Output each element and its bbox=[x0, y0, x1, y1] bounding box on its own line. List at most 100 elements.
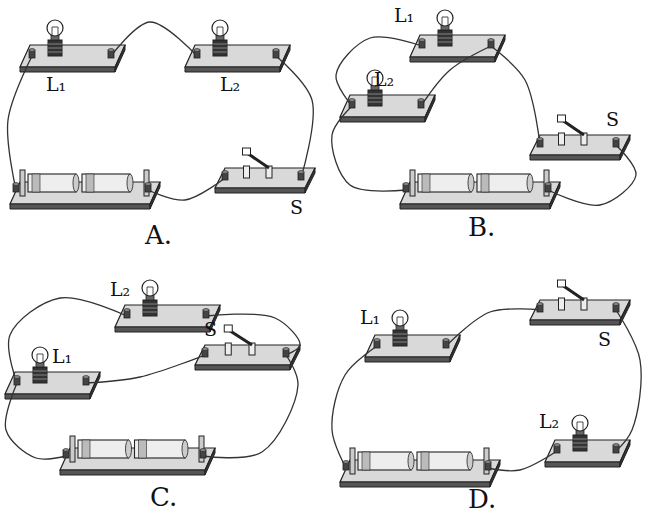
socket-groove bbox=[368, 94, 382, 95]
bulb-board bbox=[20, 45, 125, 72]
bulb-socket bbox=[33, 367, 47, 383]
bulb-filament bbox=[147, 287, 153, 295]
cell-band bbox=[82, 440, 90, 458]
bulb-socket bbox=[48, 40, 62, 56]
wire bbox=[336, 37, 422, 106]
panel-letter: B. bbox=[468, 214, 495, 240]
terminal-cap bbox=[537, 138, 543, 141]
bulb-board bbox=[185, 45, 290, 72]
bulb-socket bbox=[143, 300, 157, 316]
board-top bbox=[530, 135, 630, 155]
wire bbox=[548, 145, 636, 205]
board-top bbox=[340, 95, 435, 117]
terminal-cap bbox=[419, 39, 425, 42]
socket-groove bbox=[143, 312, 157, 313]
terminal-cap bbox=[63, 449, 69, 452]
wire bbox=[206, 314, 300, 355]
bulb-filament bbox=[577, 422, 583, 430]
bulb-glass bbox=[32, 347, 48, 363]
board-side bbox=[490, 460, 500, 487]
wires bbox=[5, 22, 641, 471]
board-edge bbox=[115, 327, 210, 332]
bulb-board bbox=[5, 372, 100, 399]
board-edge bbox=[400, 204, 550, 209]
bulb-board bbox=[410, 35, 505, 62]
wire bbox=[276, 56, 313, 178]
switch-blade bbox=[249, 154, 270, 168]
board-top bbox=[410, 35, 505, 57]
terminal-cap bbox=[537, 303, 543, 306]
switch-post bbox=[559, 298, 565, 310]
cell-end bbox=[527, 174, 533, 192]
terminal-cap bbox=[203, 309, 209, 312]
board-top bbox=[215, 168, 315, 188]
terminal-cap bbox=[443, 339, 449, 342]
socket-groove bbox=[33, 371, 47, 372]
board-edge bbox=[5, 394, 90, 399]
switch-handle bbox=[558, 115, 566, 122]
wire bbox=[203, 355, 298, 458]
bulb-board bbox=[365, 335, 460, 362]
terminal-cap bbox=[374, 339, 380, 342]
board-top bbox=[185, 45, 290, 67]
board-side bbox=[305, 168, 315, 193]
switch-board bbox=[530, 300, 630, 325]
socket-groove bbox=[438, 34, 452, 35]
bulb-socket bbox=[213, 40, 227, 56]
socket-groove bbox=[48, 48, 62, 49]
socket-groove bbox=[213, 48, 227, 49]
bulb-glass bbox=[47, 20, 63, 36]
component-label: S bbox=[290, 198, 303, 217]
wire bbox=[446, 309, 540, 346]
terminal-cap bbox=[202, 348, 208, 351]
bulb-filament bbox=[442, 17, 448, 25]
terminal-cap bbox=[13, 183, 19, 186]
socket-groove bbox=[393, 338, 407, 339]
battery-bracket bbox=[20, 170, 25, 196]
wire bbox=[491, 46, 540, 145]
board-top bbox=[195, 345, 300, 365]
socket-groove bbox=[143, 304, 157, 305]
battery-cell bbox=[417, 452, 470, 470]
terminal-cap bbox=[124, 309, 130, 312]
component-label: L₁ bbox=[360, 308, 380, 327]
component-label: S bbox=[606, 110, 619, 129]
board-side bbox=[205, 448, 215, 475]
battery-cell bbox=[477, 174, 530, 192]
board-side bbox=[550, 182, 560, 209]
cell-end bbox=[182, 440, 188, 458]
cell-end bbox=[126, 440, 132, 458]
board-edge bbox=[340, 117, 425, 122]
component-label: S bbox=[204, 320, 217, 339]
board-side bbox=[150, 182, 160, 209]
switch-post bbox=[225, 343, 231, 355]
battery-cell bbox=[135, 440, 186, 458]
socket-groove bbox=[48, 52, 62, 53]
socket-groove bbox=[573, 439, 587, 440]
terminal-cap bbox=[108, 49, 114, 52]
component-label: L₂ bbox=[110, 280, 130, 299]
terminal-cap bbox=[613, 138, 619, 141]
terminal-cap bbox=[283, 348, 289, 351]
wire bbox=[9, 298, 127, 383]
board-side bbox=[620, 300, 630, 325]
cell-end bbox=[408, 452, 414, 470]
terminal-cap bbox=[488, 39, 494, 42]
terminal-cap bbox=[485, 461, 491, 464]
terminal-cap bbox=[613, 303, 619, 306]
socket-groove bbox=[393, 334, 407, 335]
cell-band bbox=[362, 452, 370, 470]
bulb-board bbox=[340, 95, 435, 122]
component-tops bbox=[13, 10, 619, 474]
switch-board bbox=[195, 345, 300, 370]
battery-bracket bbox=[350, 448, 355, 474]
terminal-cap bbox=[194, 49, 200, 52]
board-side bbox=[495, 35, 505, 62]
switch-blade bbox=[564, 286, 585, 300]
terminal-cap bbox=[83, 376, 89, 379]
terminal-cap bbox=[200, 449, 206, 452]
components bbox=[5, 35, 630, 487]
switch-board bbox=[215, 168, 315, 193]
battery-cell bbox=[418, 174, 471, 192]
